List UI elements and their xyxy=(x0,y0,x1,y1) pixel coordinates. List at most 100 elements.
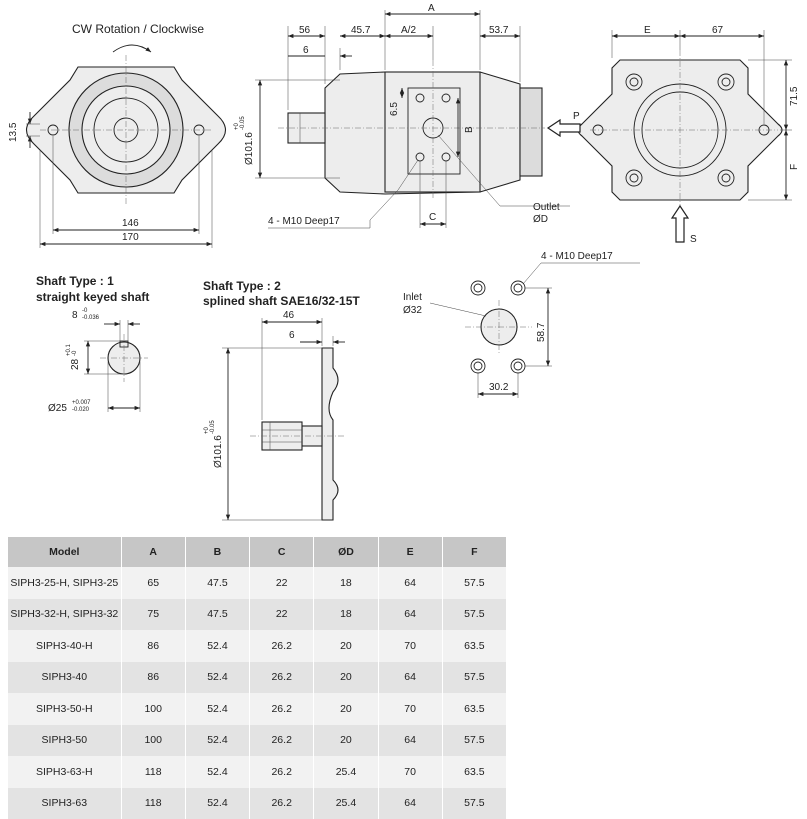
dim-6: 6 xyxy=(303,45,309,56)
cell-D: 18 xyxy=(314,599,378,631)
shaft2-tol-minus: -0.05 xyxy=(210,420,216,434)
table-header-row: Model A B C ØD E F xyxy=(8,537,506,567)
table-row: SIPH3-63 118 52.4 26.2 25.4 64 57.5 xyxy=(8,788,506,819)
cell-model: SIPH3-63 xyxy=(8,788,121,819)
col-header-A: A xyxy=(121,537,185,567)
side-view: A 56 45.7 A/2 53.7 6 Ø101.6 +0 -0.05 6.5… xyxy=(234,3,570,228)
cell-D: 25.4 xyxy=(314,756,378,788)
table-row: SIPH3-40-H 86 52.4 26.2 20 70 63.5 xyxy=(8,630,506,662)
cell-C: 26.2 xyxy=(250,756,314,788)
dim-56: 56 xyxy=(299,25,311,36)
cell-C: 26.2 xyxy=(250,662,314,694)
dim-C: C xyxy=(429,212,436,223)
cell-model: SIPH3-40-H xyxy=(8,630,121,662)
cell-C: 26.2 xyxy=(250,788,314,819)
cell-F: 63.5 xyxy=(442,756,506,788)
col-header-B: B xyxy=(185,537,249,567)
inlet-dim-30-2: 30.2 xyxy=(489,382,509,393)
shaft1-key-height: 28 xyxy=(70,358,81,370)
table-row: SIPH3-63-H 118 52.4 26.2 25.4 70 63.5 xyxy=(8,756,506,788)
dim-F: F xyxy=(789,164,800,170)
shaft1-dia-tol-minus: -0.020 xyxy=(72,407,90,413)
dim-A: A xyxy=(428,3,435,14)
cell-F: 57.5 xyxy=(442,662,506,694)
shaft2-dia: Ø101.6 xyxy=(213,435,224,468)
cell-E: 70 xyxy=(378,756,442,788)
shaft1-title: Shaft Type : 1 xyxy=(36,274,114,288)
dim-71-5: 71.5 xyxy=(789,86,800,106)
cell-A: 65 xyxy=(121,567,185,599)
cell-F: 63.5 xyxy=(442,630,506,662)
cell-D: 25.4 xyxy=(314,788,378,819)
cell-E: 64 xyxy=(378,567,442,599)
cell-A: 86 xyxy=(121,630,185,662)
dia-101-6: Ø101.6 xyxy=(244,132,255,165)
port-P-arrow-icon xyxy=(548,120,580,136)
dim-170: 170 xyxy=(122,232,139,243)
shaft1-subtitle: straight keyed shaft xyxy=(36,290,149,304)
port-S-arrow-icon xyxy=(672,206,688,242)
outlet-dia: ØD xyxy=(533,214,548,225)
dim-E: E xyxy=(644,25,651,36)
cell-model: SIPH3-40 xyxy=(8,662,121,694)
port-P: P xyxy=(573,111,580,122)
col-header-C: C xyxy=(250,537,314,567)
front-view: CW Rotation / Clockwise 13.5 146 170 xyxy=(8,22,226,248)
col-header-F: F xyxy=(442,537,506,567)
cell-E: 64 xyxy=(378,788,442,819)
inlet-label: Inlet xyxy=(403,292,422,303)
cell-F: 57.5 xyxy=(442,788,506,819)
cell-E: 64 xyxy=(378,599,442,631)
table-row: SIPH3-40 86 52.4 26.2 20 64 57.5 xyxy=(8,662,506,694)
shaft1-dia: Ø25 xyxy=(48,403,67,414)
cell-B: 52.4 xyxy=(185,788,249,819)
cell-B: 52.4 xyxy=(185,662,249,694)
shaft-type-2: Shaft Type : 2 splined shaft SAE16/32-15… xyxy=(203,279,360,520)
cell-D: 20 xyxy=(314,725,378,757)
dim-67: 67 xyxy=(712,25,724,36)
rotation-label: CW Rotation / Clockwise xyxy=(72,22,204,36)
rear-view: E 67 71.5 F P S xyxy=(548,25,800,245)
table-row: SIPH3-50 100 52.4 26.2 20 64 57.5 xyxy=(8,725,506,757)
cell-C: 22 xyxy=(250,599,314,631)
cell-model: SIPH3-63-H xyxy=(8,756,121,788)
cell-E: 70 xyxy=(378,693,442,725)
cell-E: 64 xyxy=(378,662,442,694)
cell-B: 52.4 xyxy=(185,693,249,725)
col-header-E: E xyxy=(378,537,442,567)
cell-A: 100 xyxy=(121,725,185,757)
cell-C: 26.2 xyxy=(250,725,314,757)
table-row: SIPH3-25-H, SIPH3-25 65 47.5 22 18 64 57… xyxy=(8,567,506,599)
col-header-D: ØD xyxy=(314,537,378,567)
cell-C: 22 xyxy=(250,567,314,599)
cell-B: 52.4 xyxy=(185,725,249,757)
thread-label: 4 - M10 Deep17 xyxy=(268,216,340,227)
technical-drawing: CW Rotation / Clockwise 13.5 146 170 xyxy=(0,0,807,530)
spec-table: Model A B C ØD E F SIPH3-25-H, SIPH3-25 … xyxy=(8,537,506,819)
inlet-dia: Ø32 xyxy=(403,305,422,316)
shaft1-key-width: 8 xyxy=(72,310,78,321)
cell-F: 63.5 xyxy=(442,693,506,725)
cell-B: 52.4 xyxy=(185,630,249,662)
shaft1-key-tol-minus: -0.036 xyxy=(82,315,100,321)
cell-model: SIPH3-50 xyxy=(8,725,121,757)
shaft2-subtitle: splined shaft SAE16/32-15T xyxy=(203,294,360,308)
inlet-view: 4 - M10 Deep17 Inlet Ø32 58.7 30.2 xyxy=(403,251,640,398)
table-row: SIPH3-32-H, SIPH3-32 75 47.5 22 18 64 57… xyxy=(8,599,506,631)
cell-model: SIPH3-32-H, SIPH3-32 xyxy=(8,599,121,631)
cell-D: 20 xyxy=(314,693,378,725)
cell-A: 100 xyxy=(121,693,185,725)
cell-A: 86 xyxy=(121,662,185,694)
cell-F: 57.5 xyxy=(442,567,506,599)
cell-F: 57.5 xyxy=(442,599,506,631)
cell-B: 52.4 xyxy=(185,756,249,788)
cell-A: 118 xyxy=(121,756,185,788)
shaft-type-1: Shaft Type : 1 straight keyed shaft 8 -0… xyxy=(36,274,149,414)
cell-E: 70 xyxy=(378,630,442,662)
dia-tol-minus: -0.05 xyxy=(240,116,246,130)
dim-146: 146 xyxy=(122,218,139,229)
cell-model: SIPH3-50-H xyxy=(8,693,121,725)
port-S: S xyxy=(690,234,697,245)
inlet-dim-58-7: 58.7 xyxy=(536,322,547,342)
cell-A: 75 xyxy=(121,599,185,631)
